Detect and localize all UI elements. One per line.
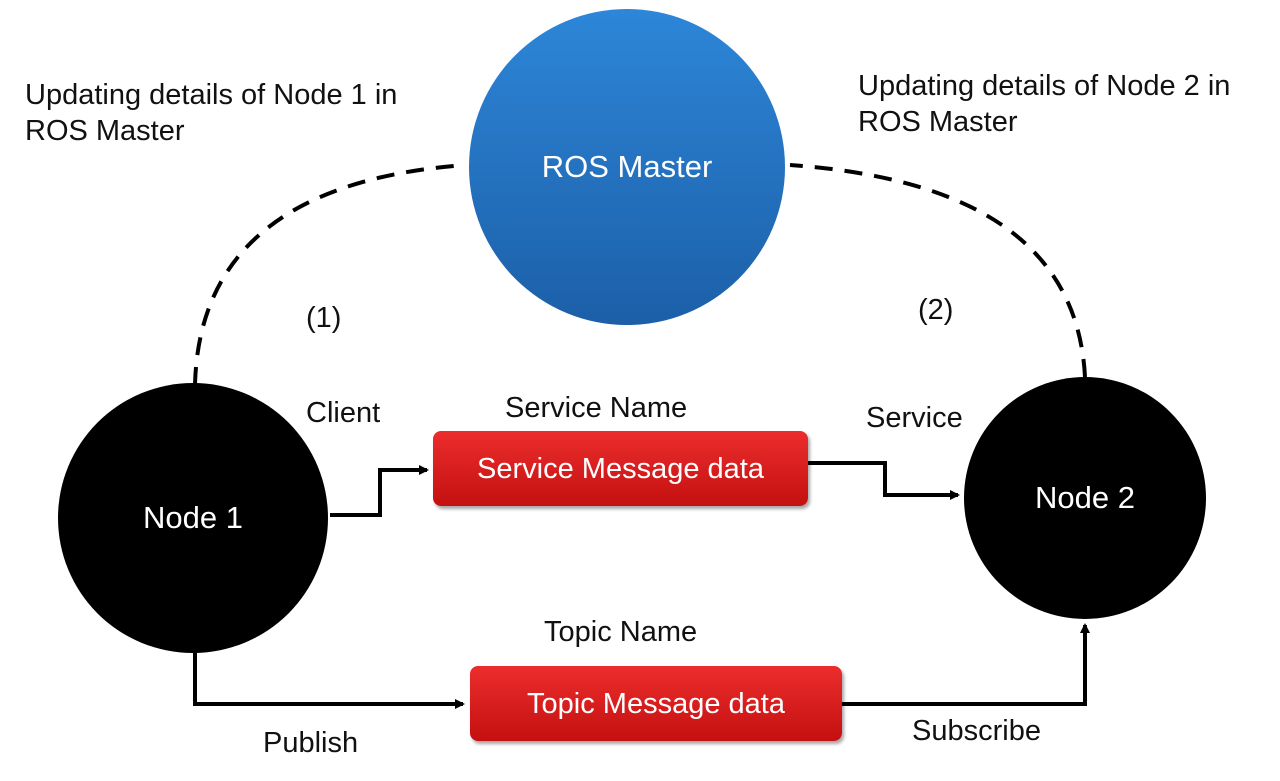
step1-label: (1) (306, 302, 342, 334)
step2-label: (2) (918, 294, 954, 326)
node2-label: Node 2 (1035, 480, 1135, 515)
subscribe-label: Subscribe (912, 715, 1041, 747)
node1-circle (58, 383, 328, 653)
node2-update-note: Updating details of Node 2 in ROS Master (858, 70, 1231, 138)
arrow-client-to-service (330, 465, 429, 517)
dashed-link-node1-master (193, 163, 466, 386)
service-label: Service (866, 402, 963, 434)
dashed-link-node2-master (789, 163, 1087, 378)
arrow-service-to-node2 (808, 461, 960, 500)
service-name-label: Service Name (505, 392, 688, 424)
publish-label: Publish (263, 727, 359, 759)
ros-master-label: ROS Master (541, 149, 713, 184)
arrow-publish-to-topic (193, 653, 465, 709)
node2-circle (964, 377, 1206, 619)
client-label: Client (306, 397, 381, 429)
ros-master-circle (469, 9, 785, 325)
topic-message-box: Topic Message data (470, 666, 842, 741)
node1-update-note: Updating details of Node 1 in ROS Master (25, 79, 398, 147)
service-message-box: Service Message data (433, 431, 808, 506)
node1-label: Node 1 (143, 500, 243, 535)
arrow-topic-to-node2 (842, 623, 1090, 706)
topic-name-label: Topic Name (544, 616, 698, 648)
